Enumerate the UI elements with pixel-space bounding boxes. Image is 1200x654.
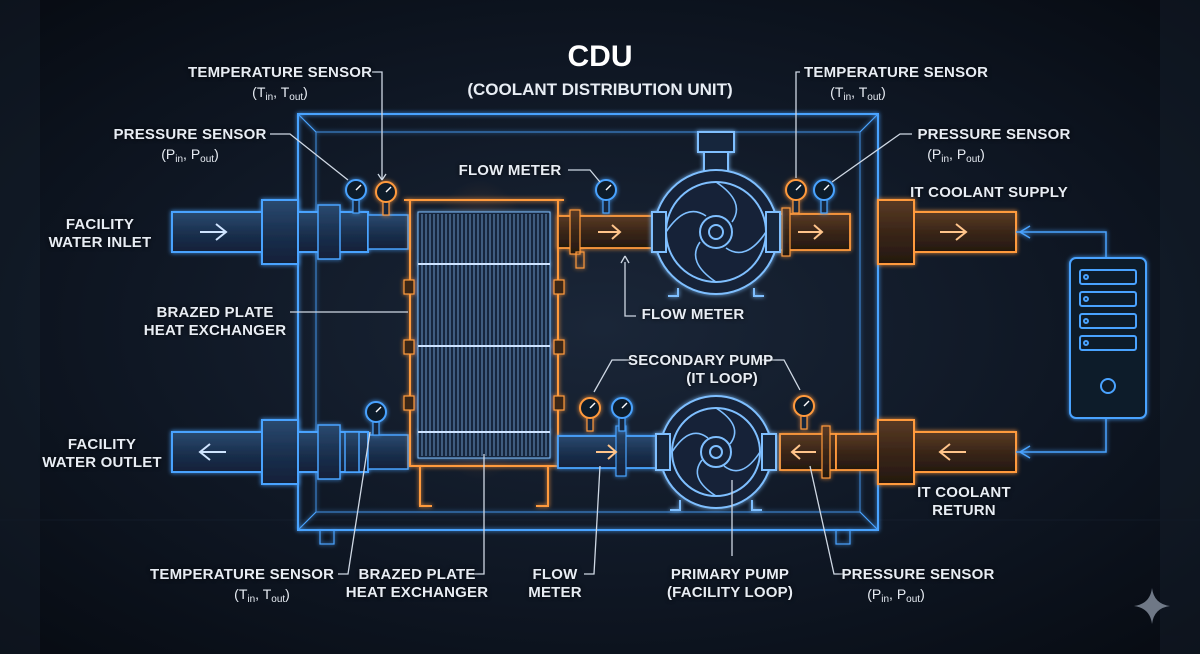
- secondary-supply-line: [557, 199, 1017, 269]
- temp-sensor-vars-top-left: (Tin, Tout): [252, 84, 308, 103]
- temp-sensor-label-top-left: TEMPERATURE SENSOR: [188, 64, 373, 81]
- gauge-icon: [365, 401, 387, 436]
- pressure-sensor-vars-top-right: (Pin, Pout): [927, 146, 985, 165]
- pressure-sensor-label-bottom-right: PRESSURE SENSOR: [841, 566, 995, 583]
- flow-meter-label-top: FLOW METER: [458, 162, 562, 179]
- temp-sensor-vars-bottom-left: (Tin, Tout): [234, 586, 290, 605]
- pressure-sensor-vars-top-left: (Pin, Pout): [161, 146, 219, 165]
- gauge-icon: [345, 179, 367, 214]
- secondary-pump-label: SECONDARY PUMP(IT LOOP): [628, 352, 774, 387]
- sparkle-icon: [1134, 588, 1170, 624]
- page-subtitle: (COOLANT DISTRIBUTION UNIT): [467, 80, 733, 99]
- primary-return-line: [557, 419, 1017, 485]
- temp-sensor-label-top-right: TEMPERATURE SENSOR: [804, 64, 989, 81]
- server-icon: [1016, 225, 1147, 459]
- pressure-sensor-label-top-right: PRESSURE SENSOR: [917, 126, 1071, 143]
- pump-icon: [651, 131, 781, 297]
- gauge-icon: [813, 179, 835, 214]
- gauge-icon: [345, 179, 835, 436]
- temp-sensor-label-bottom-left: TEMPERATURE SENSOR: [150, 566, 335, 583]
- gauge-icon: [611, 397, 633, 432]
- facility-inlet-pipe: [171, 199, 409, 265]
- facility-outlet-pipe: [171, 419, 409, 485]
- heat-exchanger: [403, 180, 565, 507]
- pressure-sensor-vars-bottom-right: (Pin, Pout): [867, 586, 925, 605]
- flow-meter-label-mid: FLOW METER: [641, 306, 745, 323]
- temp-sensor-vars-top-right: (Tin, Tout): [830, 84, 886, 103]
- pressure-sensor-label-top-left: PRESSURE SENSOR: [113, 126, 267, 143]
- gauge-icon: [793, 395, 815, 430]
- leader-lines: [270, 71, 912, 575]
- page-title: CDU: [567, 40, 633, 73]
- pump-icon: [655, 395, 777, 511]
- gauge-icon: [375, 181, 397, 216]
- primary-pump-label: PRIMARY PUMP(FACILITY LOOP): [666, 566, 794, 601]
- gauge-icon: [579, 397, 601, 432]
- it-coolant-supply-label: IT COOLANT SUPPLY: [910, 184, 1068, 201]
- cdu-cabinet: [297, 113, 879, 545]
- gauge-icon: [595, 179, 617, 214]
- gauge-icon: [785, 179, 807, 214]
